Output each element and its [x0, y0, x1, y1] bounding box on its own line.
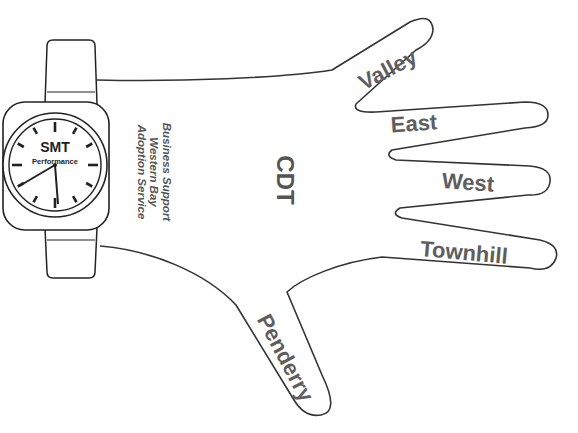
watch-strap [45, 40, 97, 104]
hour-tick [88, 164, 98, 167]
finger-label: West [441, 169, 495, 197]
hand-path [97, 18, 557, 415]
hour-hand [21, 165, 55, 185]
strap-edge [47, 239, 95, 240]
hour-tick [54, 198, 57, 208]
hour-tick [12, 164, 22, 167]
watch-strap [45, 228, 97, 278]
hour-tick [18, 144, 24, 148]
team-label: Business Support Western Bay Adoption Se… [135, 118, 173, 226]
watch-bezel [3, 113, 107, 217]
hour-tick [54, 122, 57, 132]
minute-hand [55, 165, 58, 204]
hour-tick [34, 128, 38, 134]
hour-tick [86, 144, 92, 148]
hour-tick [73, 196, 77, 202]
watch-label: SMT [40, 140, 70, 155]
finger-label: East [390, 110, 438, 137]
strap-edge [47, 91, 95, 92]
dial-circle [9, 119, 101, 211]
team-label: CDT [272, 155, 298, 204]
watch-label: Performance [32, 158, 78, 166]
hour-tick [73, 128, 77, 134]
watch-face: SMT Performance [7, 117, 103, 213]
hour-tick [86, 183, 92, 187]
hour-tick [34, 196, 38, 202]
watch-case [3, 102, 109, 230]
